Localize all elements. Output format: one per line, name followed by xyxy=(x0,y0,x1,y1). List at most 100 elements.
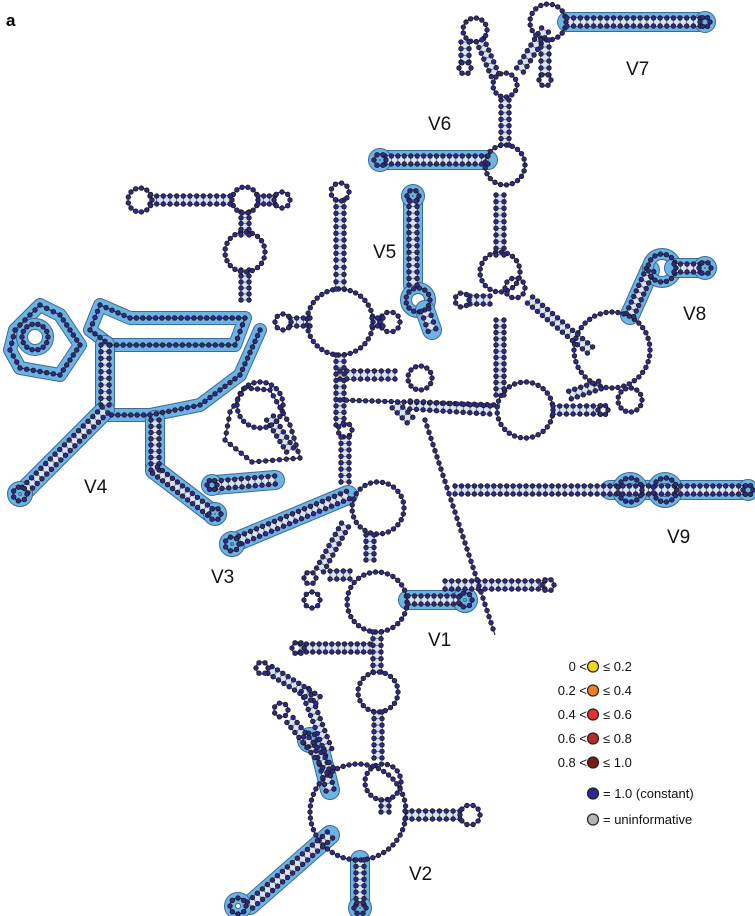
nucleotide xyxy=(524,63,530,70)
nucleotide xyxy=(346,440,352,447)
nucleotide xyxy=(184,487,191,493)
strand-nucleotide xyxy=(115,310,121,316)
nucleotide xyxy=(657,23,663,29)
strand-nucleotide xyxy=(97,334,103,341)
nucleotide xyxy=(324,829,331,835)
nucleotide xyxy=(493,367,499,373)
nucleotide xyxy=(310,511,317,517)
nucleotide xyxy=(416,808,422,814)
loop-nucleotide xyxy=(147,202,154,209)
loop-nucleotide xyxy=(355,692,361,698)
loop-nucleotide xyxy=(340,855,346,861)
nucleotide xyxy=(253,526,260,532)
nucleotide xyxy=(370,662,376,668)
nucleotide xyxy=(246,297,252,303)
strand-nucleotide xyxy=(178,406,184,412)
nucleotide xyxy=(584,15,590,21)
strand-nucleotide xyxy=(263,458,269,464)
nucleotide xyxy=(515,578,521,584)
strand-nucleotide xyxy=(462,540,468,546)
nucleotide xyxy=(498,142,504,148)
loop-nucleotide xyxy=(543,1,550,7)
nucleotide xyxy=(501,361,507,367)
loop-nucleotide xyxy=(240,909,247,915)
loop-nucleotide xyxy=(637,481,644,488)
nucleotide xyxy=(446,161,453,167)
loop-nucleotide xyxy=(334,852,341,859)
strand-nucleotide xyxy=(121,412,127,418)
nucleotide xyxy=(400,404,406,410)
nucleotide xyxy=(333,390,339,396)
nucleotide xyxy=(498,129,504,135)
nucleotide xyxy=(238,291,244,297)
strand-nucleotide xyxy=(238,391,244,397)
loop-nucleotide xyxy=(492,179,498,185)
nucleotide xyxy=(414,223,420,229)
nucleotide xyxy=(297,690,303,697)
loop-nucleotide xyxy=(416,285,423,291)
loop-nucleotide xyxy=(559,30,565,36)
nucleotide xyxy=(246,215,252,221)
loop-nucleotide xyxy=(346,762,352,768)
nucleotide xyxy=(327,773,334,779)
nucleotide xyxy=(189,490,196,497)
loop-nucleotide xyxy=(639,397,645,403)
nucleotide xyxy=(485,161,491,167)
nucleotide xyxy=(493,354,499,361)
nucleotide xyxy=(529,483,536,489)
nucleotide xyxy=(564,15,570,21)
nucleotide xyxy=(320,569,327,575)
nucleotide xyxy=(607,483,613,489)
nucleotide xyxy=(379,722,385,728)
loop-nucleotide xyxy=(304,580,310,586)
nucleotide xyxy=(313,501,320,507)
legend-entry-constant: = 1.0 (constant) xyxy=(586,786,694,801)
loop-nucleotide xyxy=(345,590,352,596)
loop-nucleotide xyxy=(602,403,609,409)
loop-nucleotide xyxy=(357,524,363,530)
loop-nucleotide xyxy=(298,640,304,646)
nucleotide xyxy=(493,342,499,348)
nucleotide xyxy=(259,523,266,529)
nucleotide xyxy=(380,315,386,321)
loop-nucleotide xyxy=(521,156,527,162)
nucleotide xyxy=(426,306,432,312)
nucleotide xyxy=(310,739,316,746)
nucleotide xyxy=(488,53,494,59)
strand-nucleotide xyxy=(284,416,290,422)
nucleotide xyxy=(501,348,507,354)
nucleotide xyxy=(539,302,546,308)
loop-nucleotide xyxy=(427,369,434,376)
loop-nucleotide xyxy=(653,479,659,485)
loop-nucleotide xyxy=(482,255,488,262)
nucleotide xyxy=(264,881,271,888)
loop-nucleotide xyxy=(345,608,352,614)
nucleotide xyxy=(371,538,377,544)
nucleotide xyxy=(657,15,663,21)
loop-nucleotide xyxy=(609,385,615,391)
strand-nucleotide xyxy=(289,428,295,435)
nucleotide xyxy=(361,876,367,882)
nucleotide xyxy=(474,293,480,299)
loop-nucleotide xyxy=(704,23,711,29)
strand-nucleotide xyxy=(92,314,98,321)
nucleotide xyxy=(371,551,377,557)
legend-right-text: ≤ 0.6 xyxy=(603,707,632,722)
region-label-v2: V2 xyxy=(409,864,432,885)
loop-nucleotide xyxy=(548,577,554,583)
loop-nucleotide xyxy=(224,258,230,264)
loop-nucleotide xyxy=(279,396,285,402)
nucleotide xyxy=(574,394,580,400)
nucleotide xyxy=(333,352,339,358)
nucleotide xyxy=(406,269,412,275)
nucleotide xyxy=(528,42,534,48)
nucleotide xyxy=(478,483,484,489)
nucleotide xyxy=(264,892,271,898)
nucleotide xyxy=(283,513,290,519)
nucleotide xyxy=(335,641,341,647)
nucleotide xyxy=(238,476,244,482)
loop-nucleotide xyxy=(484,27,490,33)
nucleotide xyxy=(367,649,373,655)
nucleotide xyxy=(33,470,39,476)
loop-nucleotide xyxy=(707,19,713,25)
